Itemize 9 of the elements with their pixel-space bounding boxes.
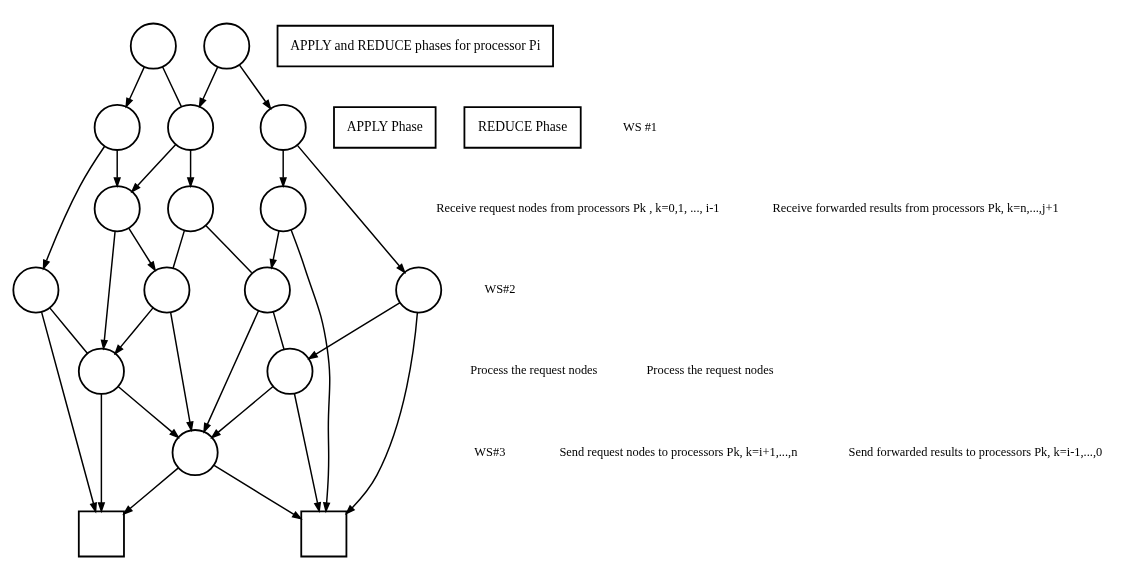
label: Receive request nodes from processors Pk , k=0,1, ..., i-1 [436,200,720,215]
label: Process the request nodes [646,363,774,378]
label: Send forwarded results to processors Pk, k=i-1,...,0 [848,444,1103,459]
label: WS#3 [474,444,506,459]
label: Send request nodes to processors Pk, k=i+1,...,n [559,444,798,459]
label: WS#2 [484,282,516,297]
label: Receive forwarded results from processors Pk, k=n,...,j+1 [772,200,1059,215]
label: Process the request nodes [470,363,598,378]
label: WS #1 [622,119,658,134]
